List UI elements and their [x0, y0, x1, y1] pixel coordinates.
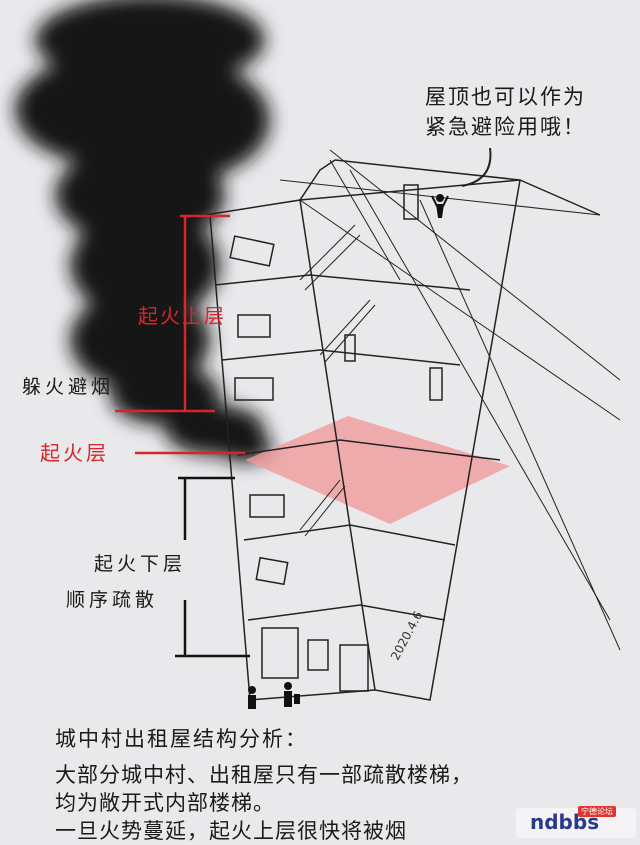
above-fire-label: 起火上层 — [138, 304, 226, 328]
evacuate-label: 顺序疏散 — [66, 589, 159, 611]
callout-line — [461, 147, 492, 187]
roof-note-line-1: 屋顶也可以作为 — [425, 85, 586, 109]
above-fire-bracket — [115, 214, 230, 413]
building-sketch — [204, 149, 621, 701]
fire-floor-zone — [245, 416, 510, 524]
roof-refuge-note: 屋顶也可以作为 紧急避险用哦！ — [425, 82, 586, 142]
site-watermark: ndbbs 宁德论坛 — [516, 806, 636, 838]
evacuating-people — [248, 682, 300, 709]
below-fire-label: 起火下层 — [94, 553, 187, 575]
person-on-roof — [431, 194, 449, 218]
watermark-badge: 宁德论坛 — [578, 806, 616, 817]
roof-note-line-2: 紧急避险用哦！ — [425, 115, 586, 139]
shelter-label: 躲火避烟 — [22, 376, 115, 398]
fire-floor-label: 起火层 — [40, 441, 109, 465]
below-fire-bracket — [175, 476, 250, 658]
analysis-line-3: 一旦火势蔓延，起火上层很快将被烟 — [55, 819, 407, 843]
analysis-line-1: 大部分城中村、出租屋只有一部疏散楼梯， — [55, 763, 473, 787]
analysis-title: 城中村出租屋结构分析： — [55, 727, 308, 751]
analysis-line-2: 均为敞开式内部楼梯。 — [55, 791, 275, 815]
